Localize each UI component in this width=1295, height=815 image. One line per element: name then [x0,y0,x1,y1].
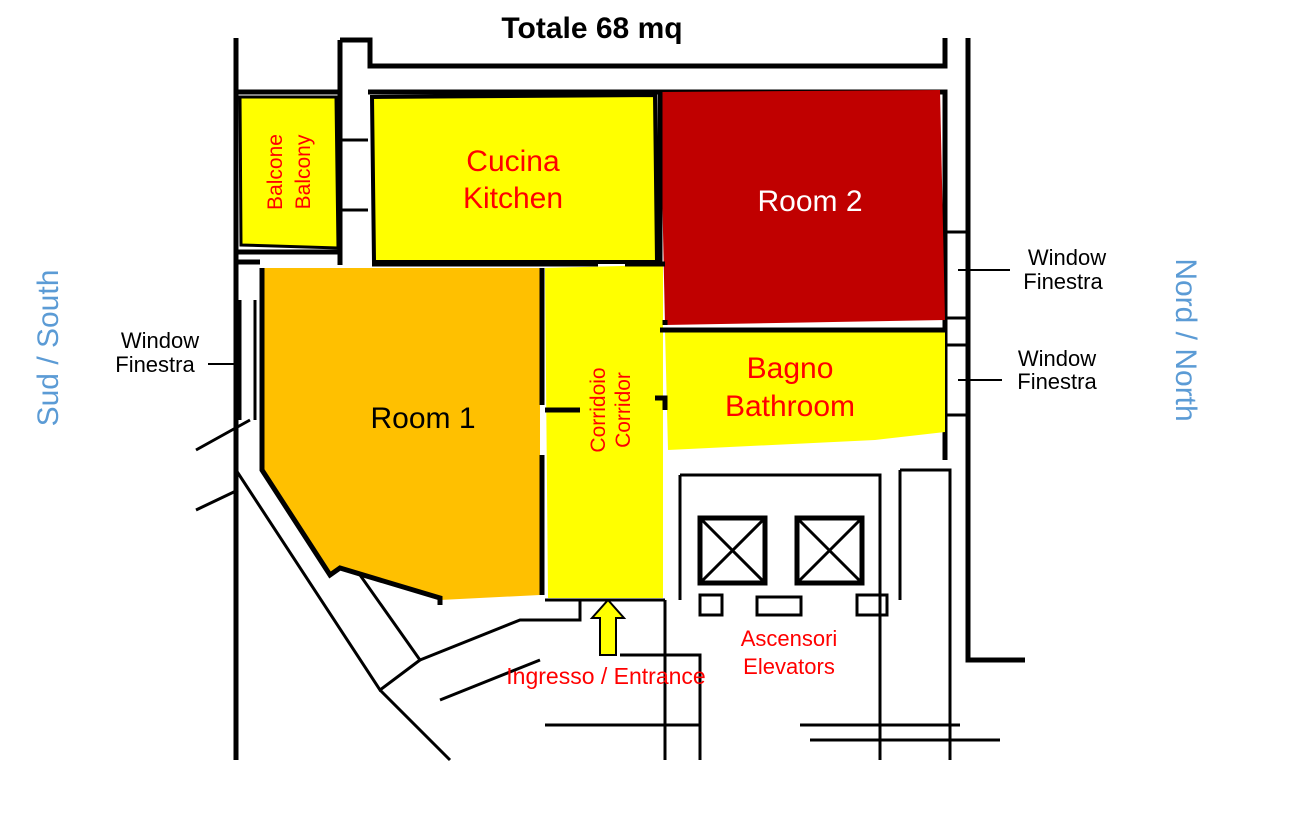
bathroom-label-en: Bathroom [725,390,855,423]
room-1 [262,268,540,600]
window-north-top-label-en: Window [1028,245,1106,270]
north-orientation-label: Nord / North [1169,258,1202,421]
elevators-label-it: Ascensori [741,626,838,651]
kitchen-label-it: Cucina [466,145,560,178]
elevator-1 [697,515,768,586]
building-walls [195,37,1025,762]
room-2-label: Room 2 [757,185,862,218]
window-north-bottom-label-it: Finestra [1017,369,1097,394]
bathroom-room [665,328,945,450]
entrance-label: Ingresso / Entrance [506,663,705,689]
south-orientation-label: Sud / South [32,270,65,427]
room-1-label: Room 1 [370,402,475,435]
total-area-title: Totale 68 mq [501,12,682,45]
entrance-arrow-icon [589,598,627,656]
window-south-label-en: Window [121,328,199,353]
bathroom-label-it: Bagno [747,352,834,385]
room-2 [660,90,945,325]
corridor-room [545,265,663,598]
balcony-room [238,95,340,250]
interior-walls [238,92,968,605]
kitchen-room [369,92,660,264]
elevators-label-en: Elevators [743,654,835,679]
corridor-label-it: Corridoio [587,367,610,452]
balcony-label-en: Balcony [292,134,315,209]
kitchen-label-en: Kitchen [463,182,563,215]
corridor-label-en: Corridor [612,372,635,448]
elevator-button-panel [755,595,803,617]
window-north-bottom-label-en: Window [1018,346,1096,371]
balcony-label-it: Balcone [264,134,287,210]
window-north-top-label-it: Finestra [1023,269,1103,294]
window-south-label-it: Finestra [115,352,195,377]
elevator-2 [794,515,865,586]
